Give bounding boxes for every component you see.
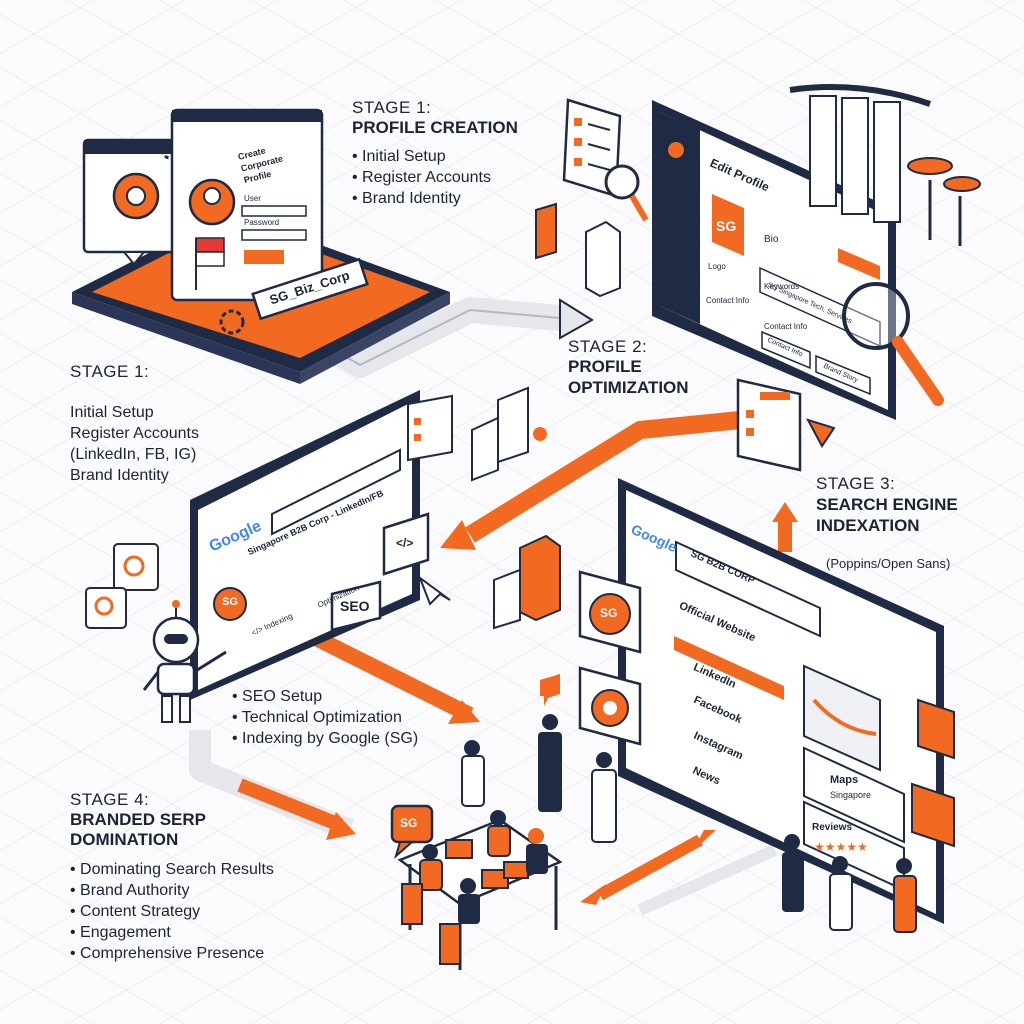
stage4-bullet: Engagement	[70, 922, 274, 943]
maps-subtitle: Singapore	[830, 790, 871, 800]
stage1-left-line: Initial Setup	[70, 402, 199, 423]
stage1-top-bullet: Register Accounts	[352, 167, 491, 188]
stage1-left-label: STAGE 1:	[70, 362, 149, 382]
maps-title: Maps	[830, 774, 858, 786]
seo-bullet: Indexing by Google (SG)	[232, 728, 418, 749]
stage1-top-title: PROFILE CREATION	[352, 118, 518, 138]
stage1-top-label: STAGE 1:	[352, 98, 431, 118]
flow-arrow-stage3-up	[772, 502, 798, 552]
logo-label: Logo	[708, 262, 726, 271]
password-field-label: Password	[244, 218, 279, 227]
stage4-title-line: BRANDED SERP	[70, 810, 206, 830]
stage4-bullets: Dominating Search Results Brand Authorit…	[70, 859, 274, 964]
stage2-label: STAGE 2:	[568, 337, 647, 357]
serp-logo-text: SG	[600, 606, 617, 620]
code-icon: </>	[396, 536, 413, 550]
seo-bullet: Technical Optimization	[232, 707, 418, 728]
stage1-left-line: Brand Identity	[70, 465, 199, 486]
stage1-left-line: Register Accounts	[70, 423, 199, 444]
stage4-bullet: Dominating Search Results	[70, 859, 274, 880]
stage3-title-line: SEARCH ENGINE	[816, 495, 958, 515]
stage1-top-bullet: Initial Setup	[352, 146, 491, 167]
stage2-title-line: OPTIMIZATION	[568, 378, 689, 398]
search-result-logo-text: SG	[222, 596, 238, 608]
seo-badge: SEO	[340, 598, 370, 614]
stage3-font-note: (Poppins/Open Sans)	[826, 556, 950, 571]
stage1-top-bullets: Initial Setup Register Accounts Brand Id…	[352, 146, 491, 209]
stage4-label: STAGE 4:	[70, 790, 149, 810]
stage3-title-line: INDEXATION	[816, 516, 920, 536]
stage4-title-line: DOMINATION	[70, 830, 178, 850]
sg-badge-text: SG	[400, 816, 417, 830]
stage4-bullet: Content Strategy	[70, 901, 274, 922]
checklist-clipboard	[738, 380, 834, 470]
bio-label: Bio	[764, 234, 778, 245]
checklist-document	[564, 100, 646, 220]
stage1-left-lines: Initial Setup Register Accounts (LinkedI…	[70, 402, 199, 486]
user-field-label: User	[244, 194, 261, 203]
contact-info-label-2: Contact Info	[764, 322, 807, 331]
stage3-label: STAGE 3:	[816, 474, 895, 494]
stage4-bullet: Brand Authority	[70, 880, 274, 901]
stage2-title-line: PROFILE	[568, 357, 642, 377]
contact-info-label: Contact Info	[706, 296, 749, 305]
reviews-title: Reviews	[812, 822, 852, 833]
profile-logo-text: SG	[716, 218, 736, 234]
stage4-bullet: Comprehensive Presence	[70, 943, 274, 964]
reviews-stars: ★★★★★	[814, 840, 868, 854]
buildings-small-1	[536, 204, 620, 296]
stage1-left-line: (LinkedIn, FB, IG)	[70, 444, 199, 465]
seo-bullets: SEO Setup Technical Optimization Indexin…	[232, 686, 418, 749]
seo-bullet: SEO Setup	[232, 686, 418, 707]
stage1-top-bullet: Brand Identity	[352, 188, 491, 209]
